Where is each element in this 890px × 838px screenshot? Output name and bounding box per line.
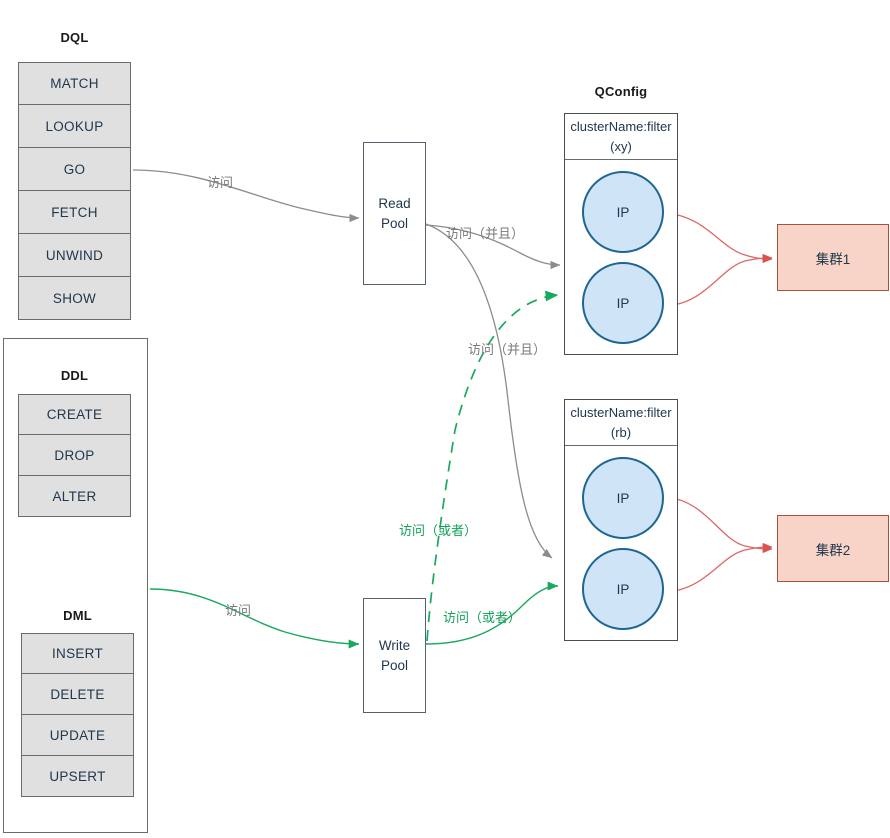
edge-label-dml-to-write: 访问 [225,603,252,618]
edge-label-write-to-xy: 访问（或者） [399,523,478,538]
ddl-item-alter[interactable]: ALTER [18,476,131,517]
dml-item-insert[interactable]: INSERT [21,633,134,674]
ip-node-rb-1[interactable]: IP [582,457,664,539]
qconfig-rb-header-line1: clusterName:filter [570,405,672,420]
dql-item-go[interactable]: GO [18,148,131,191]
qconfig-rb-header-line2: (rb) [610,424,632,440]
dml-item-delete[interactable]: DELETE [21,674,134,715]
dml-item-upsert[interactable]: UPSERT [21,756,134,797]
dql-item-lookup[interactable]: LOOKUP [18,105,131,148]
write-pool-label-line2: Pool [380,657,409,673]
edge-readpool-to-qconfig-rb [425,223,553,559]
qconfig-xy-header-line2: (xy) [610,138,632,154]
dml-item-update[interactable]: UPDATE [21,715,134,756]
ip-node-xy-2[interactable]: IP [582,262,664,344]
edge-ip-rb-1-to-cluster2 [664,496,773,554]
edge-label-write-to-rb: 访问（或者） [443,610,522,625]
ddl-item-create[interactable]: CREATE [18,394,131,435]
edge-ip-xy-1-to-cluster1 [664,212,773,264]
edge-ip-rb-2-to-cluster2 [664,542,773,593]
qconfig-rb-body: IP IP [565,446,677,640]
group-title-dml: DML [63,608,92,623]
qconfig-title: QConfig [594,84,648,99]
dql-keyword-stack: MATCH LOOKUP GO FETCH UNWIND SHOW [18,62,131,320]
dql-item-show[interactable]: SHOW [18,277,131,320]
edge-dml-to-writepool [149,588,360,649]
ip-node-xy-1[interactable]: IP [582,171,664,253]
qconfig-xy-header: clusterName:filter (xy) [565,114,677,160]
group-title-dql: DQL [60,30,89,45]
group-title-ddl: DDL [60,368,89,383]
edge-dql-to-readpool [132,169,360,223]
dql-item-fetch[interactable]: FETCH [18,191,131,234]
edge-label-dql-to-read: 访问 [207,175,234,190]
edge-label-read-to-rb: 访问（并且） [468,342,547,357]
read-pool-box[interactable]: Read Pool [363,142,426,285]
ddl-item-drop[interactable]: DROP [18,435,131,476]
qconfig-xy-body: IP IP [565,160,677,354]
dql-item-unwind[interactable]: UNWIND [18,234,131,277]
qconfig-block-xy: clusterName:filter (xy) IP IP [564,113,678,355]
ip-node-rb-2[interactable]: IP [582,548,664,630]
edge-ip-xy-2-to-cluster1 [664,253,773,307]
dml-keyword-stack: INSERT DELETE UPDATE UPSERT [21,633,134,797]
write-pool-label-line1: Write [378,637,411,653]
ddl-dml-container [3,338,148,833]
read-pool-label-line2: Pool [380,215,409,231]
qconfig-rb-header: clusterName:filter (rb) [565,400,677,446]
cluster-box-2[interactable]: 集群2 [777,515,889,582]
dql-item-match[interactable]: MATCH [18,62,131,105]
qconfig-xy-header-line1: clusterName:filter [570,119,672,134]
edge-label-read-to-xy: 访问（并且） [446,226,525,241]
qconfig-block-rb: clusterName:filter (rb) IP IP [564,399,678,641]
cluster-box-1[interactable]: 集群1 [777,224,889,291]
ddl-keyword-stack: CREATE DROP ALTER [18,394,131,517]
write-pool-box[interactable]: Write Pool [363,598,426,713]
read-pool-label-line1: Read [378,195,411,211]
